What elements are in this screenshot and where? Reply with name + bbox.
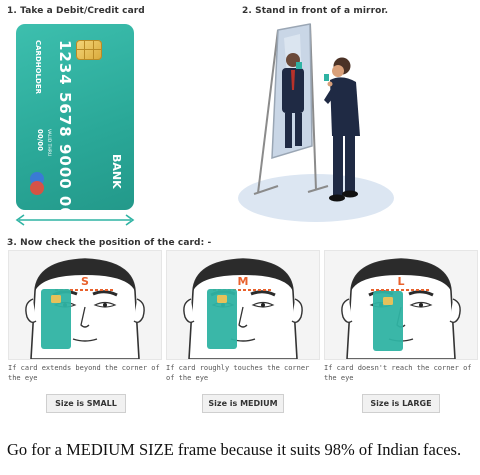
face-drawing: S: [25, 258, 145, 359]
recommendation-text: Go for a MEDIUM SIZE frame because it su…: [7, 440, 462, 459]
face-illustration-medium: M: [183, 258, 303, 359]
size-letter-label: S: [81, 275, 89, 288]
size-letter-label: L: [397, 275, 404, 288]
card-on-face: [373, 291, 403, 351]
caption-small: If card extends beyond the corner of the…: [8, 364, 160, 382]
caption-medium: If card roughly touches the corner of th…: [166, 364, 310, 382]
face-drawing: M: [183, 258, 303, 359]
face-illustration-large: L: [341, 258, 461, 359]
card-on-face: [41, 289, 71, 349]
step-2-title: 2. Stand in front of a mirror.: [242, 6, 389, 16]
size-medium-button[interactable]: Size is MEDIUM: [202, 394, 284, 413]
card-holder: CARDHOLDER: [34, 40, 42, 95]
face-panel-small: S: [8, 250, 162, 360]
credit-card-illustration: 1234 5678 9000 0000 CARDHOLDER VALID THR…: [16, 24, 134, 210]
card-number: 1234 5678 9000 0000: [56, 40, 74, 210]
size-letter-label: M: [238, 275, 249, 288]
face-panel-medium: M: [166, 250, 320, 360]
chip-icon: [76, 40, 102, 60]
valid-thru-value: 00/00: [36, 129, 44, 152]
bank-name: BANK: [110, 154, 123, 189]
valid-thru-label: VALID THRU: [46, 129, 51, 157]
card-network-icon: [30, 172, 44, 200]
step-1-title: 1. Take a Debit/Credit card: [7, 6, 145, 16]
mirror-scene-illustration: [238, 23, 394, 222]
step-3-title: 3. Now check the position of the card: -: [7, 238, 212, 248]
size-large-button[interactable]: Size is LARGE: [362, 394, 440, 413]
face-panel-large: L: [324, 250, 478, 360]
card-width-arrow-icon: [15, 214, 135, 226]
card-on-face: [207, 289, 237, 349]
face-illustration-small: S: [25, 258, 145, 359]
size-small-button[interactable]: Size is SMALL: [46, 394, 126, 413]
face-drawing: L: [341, 258, 461, 359]
caption-large: If card doesn't reach the corner of the …: [324, 364, 472, 382]
